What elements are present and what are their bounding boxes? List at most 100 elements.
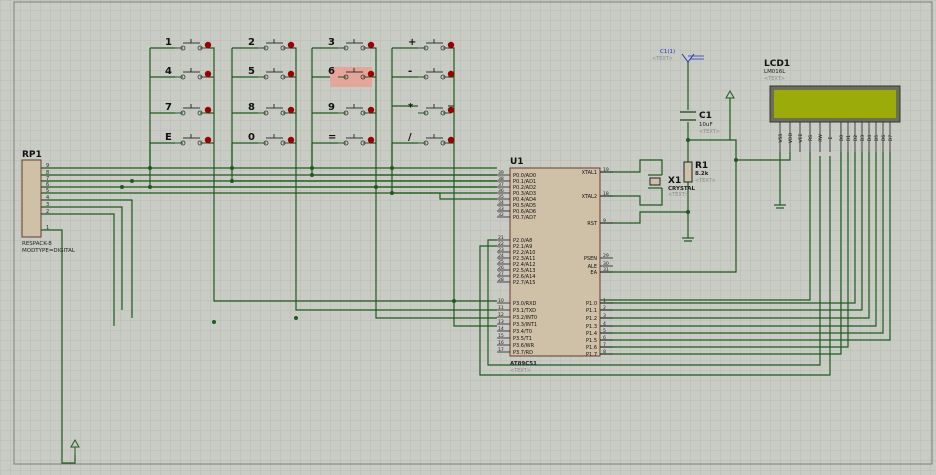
key-contact — [440, 74, 446, 80]
wire-col3-taps — [312, 47, 338, 144]
rp1-pin-number: 8 — [46, 170, 49, 176]
key-contact — [423, 110, 429, 116]
r1-value: 8.2k — [695, 171, 709, 177]
rp1-pin-number: 2 — [46, 209, 49, 215]
keypad-key[interactable]: * — [408, 102, 455, 116]
u1-pin-number: 1 — [603, 298, 606, 304]
keypad-key[interactable]: 8 — [248, 102, 295, 116]
u1-pin-name: P1.5 — [586, 338, 597, 344]
u1-pin-name: XTAL1 — [582, 170, 597, 176]
x1-crystal[interactable]: X1 CRYSTAL <TEXT> — [648, 174, 695, 198]
junction-layer — [120, 138, 738, 324]
r1-text: <TEXT> — [695, 178, 716, 184]
u1-pin-number: 38 — [498, 176, 504, 182]
key-cap-dot — [204, 41, 212, 49]
keypad-key[interactable]: 6 — [328, 66, 375, 87]
rp1-body — [21, 159, 42, 238]
keypad-key[interactable]: = — [328, 132, 375, 146]
key-cap-dot — [287, 106, 295, 114]
keypad-key[interactable]: E — [165, 132, 212, 146]
wire-row1-taps — [208, 76, 214, 144]
lcd-pin-name: D7 — [888, 135, 894, 142]
rp1-pin-number: 4 — [46, 195, 49, 201]
key-cap-dot — [367, 70, 375, 78]
r1-body — [683, 161, 693, 183]
u1-pin-name: P0.3/AD3 — [513, 191, 536, 197]
c1-capacitor[interactable]: C1 10uF <TEXT> — [680, 111, 720, 135]
key-cap-dot — [287, 136, 295, 144]
keypad-key[interactable]: - — [408, 66, 455, 80]
probe-icon — [681, 53, 695, 63]
lcd-ref: LCD1 — [764, 59, 790, 69]
keypad-key[interactable]: 3 — [328, 37, 375, 51]
keypad-key[interactable]: 1 — [165, 37, 212, 51]
u1-pin-name: P3.2/INT0 — [513, 315, 537, 321]
lcd-pin-name: VSS — [778, 133, 784, 142]
key-cap-dot — [287, 70, 295, 78]
u1-pin-number: 39 — [498, 170, 504, 176]
u1-pin-name: P0.2/AD2 — [513, 185, 536, 191]
rp1-pin-number: 6 — [46, 182, 49, 188]
keypad-key[interactable]: + — [408, 37, 455, 51]
key-label: + — [408, 37, 416, 48]
probe-text: <TEXT> — [652, 56, 673, 62]
key-label: - — [408, 66, 412, 77]
u1-pin-name: P2.4/A12 — [513, 262, 535, 268]
wire-rp1-4 — [41, 199, 133, 318]
lcd-pin-name: D3 — [860, 135, 866, 142]
wire-layer — [41, 47, 891, 464]
power-terminal-icon — [725, 89, 735, 99]
wire-xtal1 — [600, 159, 663, 175]
keypad-key[interactable]: 4 — [165, 66, 212, 80]
key-cap-dot — [367, 106, 375, 114]
rp1-pin-number: 7 — [46, 176, 49, 182]
keypad-key[interactable]: 2 — [248, 37, 295, 51]
key-contact — [197, 140, 203, 146]
key-contact — [360, 110, 366, 116]
u1-pin-number: 10 — [498, 298, 504, 304]
key-label: 2 — [248, 37, 255, 48]
voltage-probe[interactable]: C1(1) <TEXT> — [652, 49, 704, 63]
key-contact — [440, 110, 446, 116]
rp1-pin-number: 3 — [46, 202, 49, 208]
key-cap-dot — [447, 136, 455, 144]
u1-pin-number: 31 — [603, 267, 609, 273]
u1-pin-name: P0.1/AD1 — [513, 179, 536, 185]
key-label: 5 — [248, 66, 255, 77]
wire-p1-2 — [600, 152, 870, 319]
keypad-key[interactable]: 7 — [165, 102, 212, 116]
u1-pin-number: 24 — [498, 253, 504, 259]
key-contact — [280, 110, 286, 116]
keypad-key[interactable]: / — [408, 132, 455, 146]
keypad-key[interactable]: 9 — [328, 102, 375, 116]
wire-p1-7 — [600, 152, 842, 355]
u1-pin-name: P0.6/AD6 — [513, 209, 536, 215]
u1-pin-number: 13 — [498, 319, 504, 325]
keypad-key[interactable]: 5 — [248, 66, 295, 80]
x1-text: <TEXT> — [668, 192, 689, 198]
u1-pin-number: 8 — [603, 349, 606, 355]
rp1-pin-number: 5 — [46, 188, 49, 194]
r1-ref: R1 — [695, 161, 708, 171]
probe-ref: C1(1) — [660, 49, 675, 55]
lcd-pin-name: E — [828, 136, 834, 139]
key-label: * — [408, 102, 414, 113]
u1-pin-name: RST — [587, 221, 598, 227]
x1-type: CRYSTAL — [668, 186, 695, 192]
rp1-model: MODTYPE=DIGITAL — [22, 248, 76, 254]
u1-pin-number: 29 — [603, 253, 609, 259]
r1-resistor[interactable]: R1 8.2k <TEXT> — [683, 161, 716, 184]
key-cap-dot — [447, 41, 455, 49]
wire-p1-6 — [600, 152, 849, 348]
lcd-pin-name: D0 — [839, 135, 845, 142]
keypad-key[interactable]: 0 — [248, 132, 295, 146]
wire-p1-4 — [600, 152, 884, 334]
key-cap-dot — [367, 136, 375, 144]
u1-pin-name: P3.5/T1 — [513, 336, 532, 342]
u1-pin-name: P3.6/WR — [513, 343, 535, 349]
